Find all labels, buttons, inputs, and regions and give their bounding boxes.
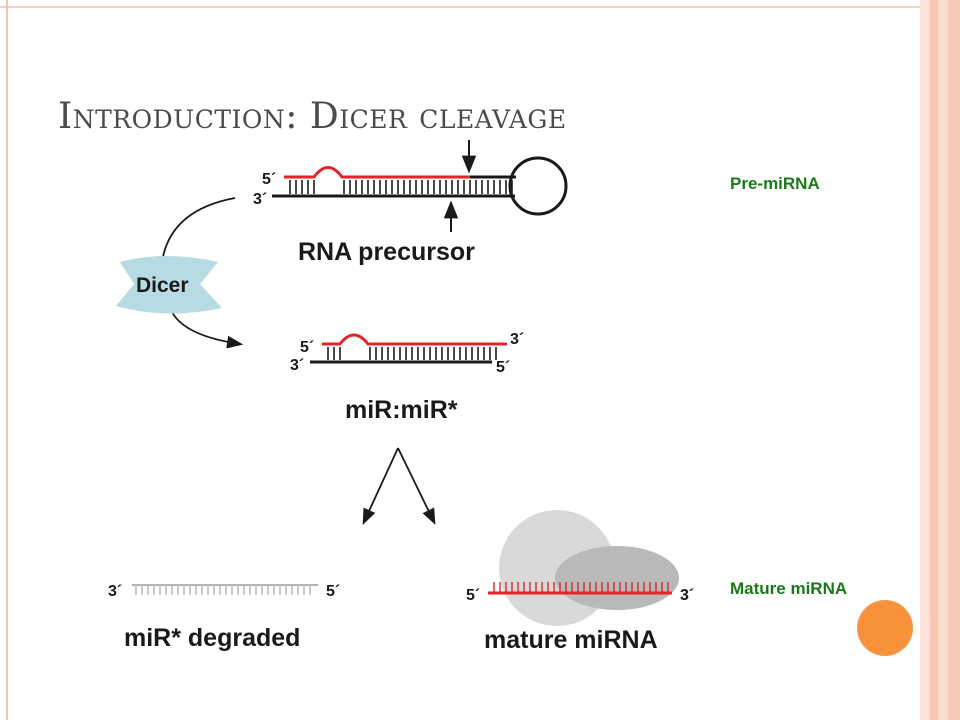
mature-mirna-complex: 5´ 3´ mature miRNA xyxy=(466,510,694,654)
mature-3-end: 3´ xyxy=(680,587,694,604)
base-pair-ticks xyxy=(327,347,497,360)
split-arrows xyxy=(362,447,436,525)
pre-mirna-label: Pre-miRNA xyxy=(730,174,820,193)
duplex-3-end-top: 3´ xyxy=(510,331,524,348)
rna-precursor-hairpin: 5´ 3´ RNA precursor xyxy=(253,140,568,266)
mature-5-end: 5´ xyxy=(466,587,480,604)
dicer-arc-bottom xyxy=(171,311,244,349)
precursor-3-end: 3´ xyxy=(253,191,267,208)
border-stripe xyxy=(920,0,930,720)
degraded-ticks xyxy=(135,585,311,595)
mir-star-degraded: 3´ 5´ miR* degraded xyxy=(108,583,340,652)
border-stripe xyxy=(938,0,948,720)
mature-mirna-label: Mature miRNA xyxy=(730,579,848,598)
precursor-loop xyxy=(508,156,568,216)
border-stripe xyxy=(948,0,960,720)
duplex-5-end-top: 5´ xyxy=(300,339,314,356)
duplex-label: miR:miR* xyxy=(345,396,458,424)
risc-protein-dark xyxy=(555,546,679,610)
mature-strand-ticks xyxy=(493,582,669,593)
degraded-3-end: 3´ xyxy=(108,583,122,600)
border-stripe xyxy=(930,0,938,720)
orange-circle-icon xyxy=(857,600,913,656)
mir-star-degraded-label: miR* degraded xyxy=(124,624,300,652)
precursor-5-end: 5´ xyxy=(262,171,276,188)
frame-top-line xyxy=(0,6,920,8)
duplex-red-strand xyxy=(322,333,507,346)
dicer-arc-top xyxy=(161,197,236,263)
dicer-enzyme-icon xyxy=(116,256,222,314)
arrow-to-degraded xyxy=(362,447,399,525)
frame-left-line xyxy=(6,0,8,720)
arrow-to-mature xyxy=(397,447,436,525)
rna-precursor-label: RNA precursor xyxy=(298,238,475,266)
base-pair-ticks xyxy=(289,180,513,194)
dicer-cleavage-diagram: 5´ 3´ RNA precursor Dicer 5´ 3´ 3´ 5´ mi… xyxy=(108,140,694,654)
dicer-cycle: Dicer xyxy=(116,197,244,349)
slide-title: Introduction: Dicer cleavage xyxy=(58,96,567,137)
precursor-red-strand xyxy=(284,166,470,179)
dicer-label: Dicer xyxy=(136,274,189,297)
duplex-5-end-bottom: 5´ xyxy=(496,359,510,376)
duplex-3-end-bottom: 3´ xyxy=(290,357,304,374)
mir-duplex: 5´ 3´ 3´ 5´ miR:miR* xyxy=(290,331,524,424)
degraded-5-end: 5´ xyxy=(326,583,340,600)
mature-mirna-label: mature miRNA xyxy=(484,626,658,654)
